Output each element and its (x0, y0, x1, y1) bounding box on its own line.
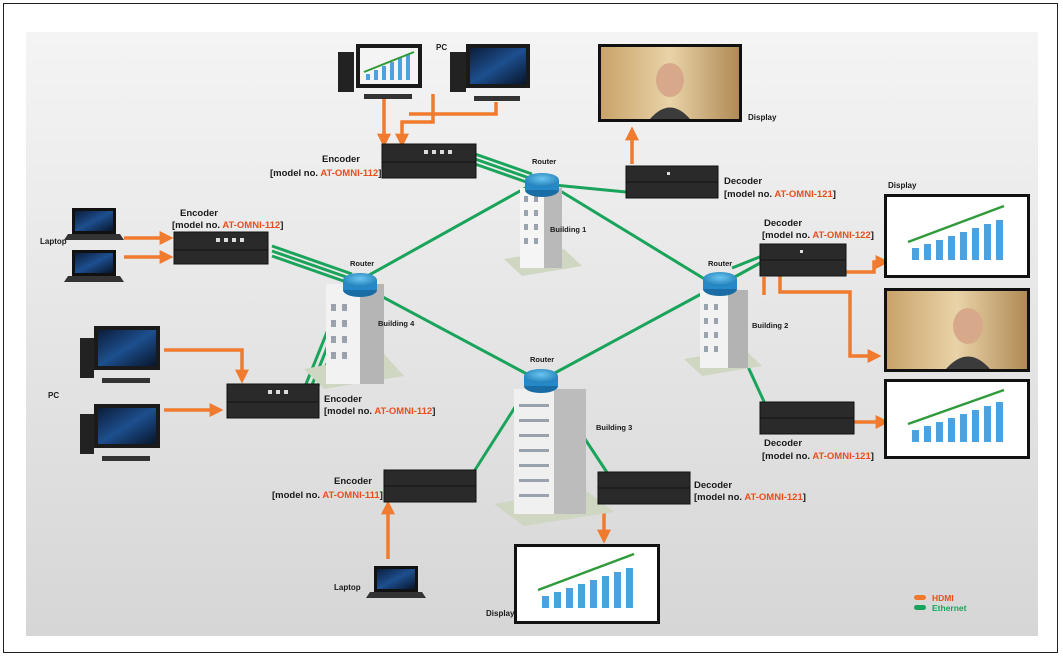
encoder-box-bottom (383, 469, 477, 503)
svg-text:Decoder: Decoder (764, 218, 802, 229)
pc-label-top: PC (436, 43, 447, 52)
svg-text:Decoder: Decoder (764, 438, 802, 449)
router-label-2: Router (708, 259, 732, 268)
legend: HDMI Ethernet (914, 593, 967, 613)
decoder-label-right-1: Decoder [model no. AT-OMNI-122] (762, 218, 874, 241)
building-4-label: Building 4 (378, 319, 415, 328)
encoder-box-pc (226, 383, 320, 419)
laptop-icon-1 (64, 208, 124, 240)
svg-text:[model no. AT-OMNI-112]: [model no. AT-OMNI-112] (270, 168, 381, 179)
svg-text:[model no. AT-OMNI-112]: [model no. AT-OMNI-112] (324, 406, 435, 417)
svg-text:Encoder: Encoder (322, 154, 360, 165)
svg-text:[model no. AT-OMNI-122]: [model no. AT-OMNI-122] (762, 230, 874, 241)
router-building-2 (703, 272, 737, 296)
building-3 (494, 389, 614, 526)
encoder-label-pc: Encoder [model no. AT-OMNI-112] (324, 394, 435, 417)
building-3-label: Building 3 (596, 423, 632, 432)
svg-text:[model no. AT-OMNI-121]: [model no. AT-OMNI-121] (694, 492, 806, 503)
svg-text:Encoder: Encoder (180, 208, 218, 219)
svg-text:Decoder: Decoder (694, 480, 732, 491)
svg-text:[model no. AT-OMNI-121]: [model no. AT-OMNI-121] (762, 451, 874, 462)
pc-icon-left-1 (80, 326, 160, 383)
display-chart-right-1 (884, 194, 1030, 278)
display-chart-right-2 (884, 379, 1030, 459)
svg-text:Encoder: Encoder (334, 476, 372, 487)
pc-icon-left-2 (80, 404, 160, 461)
decoder-label-bottom: Decoder [model no. AT-OMNI-121] (694, 480, 806, 503)
display-label-right: Display (888, 181, 917, 190)
legend-ethernet-label: Ethernet (932, 603, 967, 613)
display-label-bottom: Display (486, 609, 515, 618)
hdmi-links (124, 94, 890, 559)
router-building-4 (343, 273, 377, 297)
av-over-ip-network-diagram: PC PC Laptop Laptop Display Display Disp… (26, 32, 1038, 636)
legend-hdmi-label: HDMI (932, 593, 954, 603)
building-2-label: Building 2 (752, 321, 788, 330)
laptop-label-bottom: Laptop (334, 583, 361, 592)
encoder-label-top: Encoder [model no. AT-OMNI-112] (270, 154, 381, 179)
encoder-label-left: Encoder [model no. AT-OMNI-112] (172, 208, 283, 231)
decoder-box-top (625, 165, 719, 199)
decoder-label-top: Decoder [model no. AT-OMNI-121] (724, 176, 836, 200)
decoder-box-right-1 (759, 243, 847, 277)
svg-text:[model no. AT-OMNI-112]: [model no. AT-OMNI-112] (172, 220, 283, 231)
pc-icon-top-right (450, 44, 530, 101)
decoder-label-right-2: Decoder [model no. AT-OMNI-121] (762, 438, 874, 462)
laptop-label-left: Laptop (40, 237, 67, 246)
svg-text:Encoder: Encoder (324, 394, 362, 405)
router-label-3: Router (530, 355, 554, 364)
router-building-3 (524, 369, 558, 393)
laptop-icon-2 (64, 250, 124, 282)
pc-icon-top-left (338, 44, 422, 99)
encoder-label-bottom: Encoder [model no. AT-OMNI-111] (272, 476, 383, 501)
diagram-frame: PC PC Laptop Laptop Display Display Disp… (3, 3, 1058, 653)
display-chart-bottom (514, 544, 660, 624)
legend-hdmi-swatch (914, 595, 926, 600)
building-1-label: Building 1 (550, 225, 586, 234)
svg-text:Decoder: Decoder (724, 176, 762, 187)
decoder-box-right-2 (759, 401, 855, 435)
router-label-4: Router (350, 259, 374, 268)
building-2 (684, 290, 762, 376)
building-4 (304, 284, 404, 389)
svg-text:[model no. AT-OMNI-121]: [model no. AT-OMNI-121] (724, 189, 836, 200)
laptop-icon-3 (366, 566, 426, 598)
background-panel (26, 32, 1038, 636)
svg-text:[model no. AT-OMNI-111]: [model no. AT-OMNI-111] (272, 490, 383, 501)
pc-label-left: PC (48, 391, 59, 400)
ethernet-links (271, 152, 768, 485)
decoder-box-bottom (597, 471, 691, 505)
legend-ethernet-swatch (914, 605, 926, 610)
encoder-box-top (381, 143, 477, 179)
building-1 (504, 188, 582, 276)
router-label-1: Router (532, 157, 556, 166)
router-building-1 (525, 173, 559, 197)
display-video-right (884, 288, 1030, 372)
encoder-box-left (173, 231, 269, 265)
display-label-top: Display (748, 113, 777, 122)
display-video-top (598, 44, 742, 122)
